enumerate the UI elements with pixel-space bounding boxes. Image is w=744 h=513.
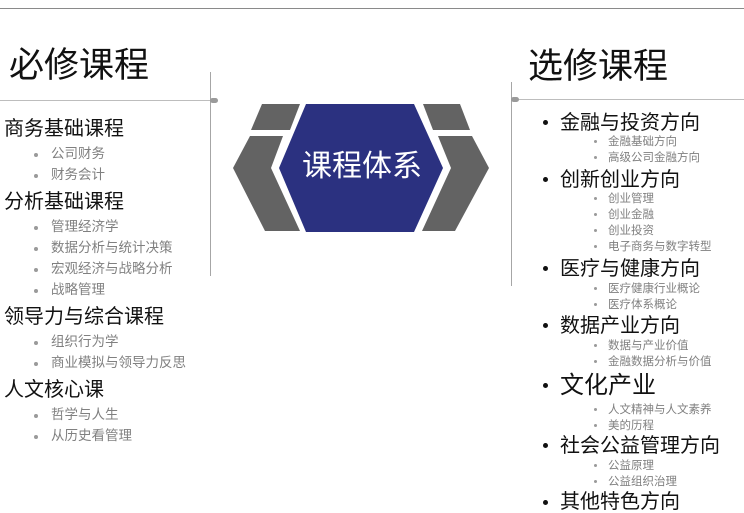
category-humanities-core: 人文核心课 bbox=[4, 377, 104, 401]
bullet-icon bbox=[34, 289, 38, 293]
bullet-icon bbox=[594, 360, 597, 363]
bullet-icon bbox=[34, 153, 38, 157]
bullet-icon bbox=[594, 229, 597, 232]
course-item: 医疗体系概论 bbox=[608, 297, 677, 311]
course-item: 组织行为学 bbox=[51, 334, 119, 350]
course-item: 商业模拟与领导力反思 bbox=[51, 355, 186, 371]
course-item: 金融数据分析与价值 bbox=[608, 354, 712, 368]
course-item: 宏观经济与战略分析 bbox=[51, 261, 173, 277]
course-item: 财务会计 bbox=[51, 167, 105, 183]
course-item: 高级公司金融方向 bbox=[608, 150, 700, 164]
course-item: 公益原理 bbox=[608, 458, 654, 472]
left-vertical-divider bbox=[210, 72, 211, 276]
bullet-icon bbox=[594, 245, 597, 248]
bullet-icon bbox=[34, 414, 38, 418]
category-analytics-foundation: 分析基础课程 bbox=[4, 189, 124, 213]
right-connector-knob bbox=[511, 97, 519, 102]
bullet-icon bbox=[594, 480, 597, 483]
category-leadership: 领导力与综合课程 bbox=[4, 304, 164, 328]
left-chevron-icon bbox=[233, 136, 300, 231]
course-item: 电子商务与数字转型 bbox=[608, 239, 712, 253]
left-connector-knob bbox=[210, 98, 218, 103]
course-system-label: 课程体系 bbox=[302, 149, 422, 184]
course-item: 数据分析与统计决策 bbox=[51, 240, 173, 256]
course-item: 哲学与人生 bbox=[51, 407, 119, 423]
bullet-icon bbox=[543, 177, 548, 182]
bullet-icon bbox=[34, 174, 38, 178]
track-data-industry: 数据产业方向 bbox=[560, 313, 680, 337]
course-item: 创业金融 bbox=[608, 207, 654, 221]
center-hexagon bbox=[279, 104, 443, 232]
top-divider bbox=[0, 8, 744, 9]
bullet-icon bbox=[543, 120, 548, 125]
bullet-icon bbox=[34, 226, 38, 230]
bullet-icon bbox=[594, 424, 597, 427]
bullet-icon bbox=[594, 156, 597, 159]
bullet-icon bbox=[543, 383, 548, 388]
bullet-icon bbox=[594, 344, 597, 347]
track-healthcare: 医疗与健康方向 bbox=[560, 256, 700, 280]
course-item: 数据与产业价值 bbox=[608, 338, 689, 352]
course-item: 从历史看管理 bbox=[51, 428, 132, 444]
bullet-icon bbox=[594, 287, 597, 290]
course-system-hexagon-graphic bbox=[233, 104, 489, 232]
elective-courses-title: 选修课程 bbox=[528, 47, 669, 87]
track-culture-industry: 文化产业 bbox=[560, 371, 656, 399]
bullet-icon bbox=[34, 435, 38, 439]
course-item: 创业管理 bbox=[608, 191, 654, 205]
bullet-icon bbox=[594, 197, 597, 200]
right-chevron-top-bar bbox=[423, 104, 470, 130]
bullet-icon bbox=[594, 464, 597, 467]
right-title-underline bbox=[511, 99, 744, 100]
course-item: 公益组织治理 bbox=[608, 474, 677, 488]
course-item: 人文精神与人文素养 bbox=[608, 402, 712, 416]
bullet-icon bbox=[543, 500, 548, 505]
track-innovation-entrepreneurship: 创新创业方向 bbox=[560, 167, 680, 191]
bullet-icon bbox=[543, 443, 548, 448]
required-courses-title: 必修课程 bbox=[9, 46, 150, 86]
bullet-icon bbox=[543, 323, 548, 328]
left-title-underline bbox=[0, 100, 212, 101]
left-chevron-top-bar bbox=[251, 104, 300, 130]
bullet-icon bbox=[34, 268, 38, 272]
course-item: 金融基础方向 bbox=[608, 134, 677, 148]
course-item: 管理经济学 bbox=[51, 219, 119, 235]
course-item: 美的历程 bbox=[608, 418, 654, 432]
course-item: 医疗健康行业概论 bbox=[608, 281, 700, 295]
bullet-icon bbox=[594, 213, 597, 216]
category-business-foundation: 商务基础课程 bbox=[4, 116, 124, 140]
course-item: 公司财务 bbox=[51, 146, 105, 162]
right-vertical-divider bbox=[511, 82, 512, 286]
bullet-icon bbox=[594, 140, 597, 143]
course-item: 战略管理 bbox=[51, 282, 105, 298]
bullet-icon bbox=[34, 362, 38, 366]
right-chevron-icon bbox=[422, 136, 489, 231]
track-public-welfare: 社会公益管理方向 bbox=[560, 433, 720, 457]
course-item: 创业投资 bbox=[608, 223, 654, 237]
bullet-icon bbox=[543, 266, 548, 271]
track-cut-off: 其他特色方向 bbox=[560, 489, 680, 513]
bullet-icon bbox=[594, 303, 597, 306]
track-finance-investment: 金融与投资方向 bbox=[560, 110, 700, 134]
bullet-icon bbox=[594, 408, 597, 411]
bullet-icon bbox=[34, 341, 38, 345]
bullet-icon bbox=[34, 247, 38, 251]
